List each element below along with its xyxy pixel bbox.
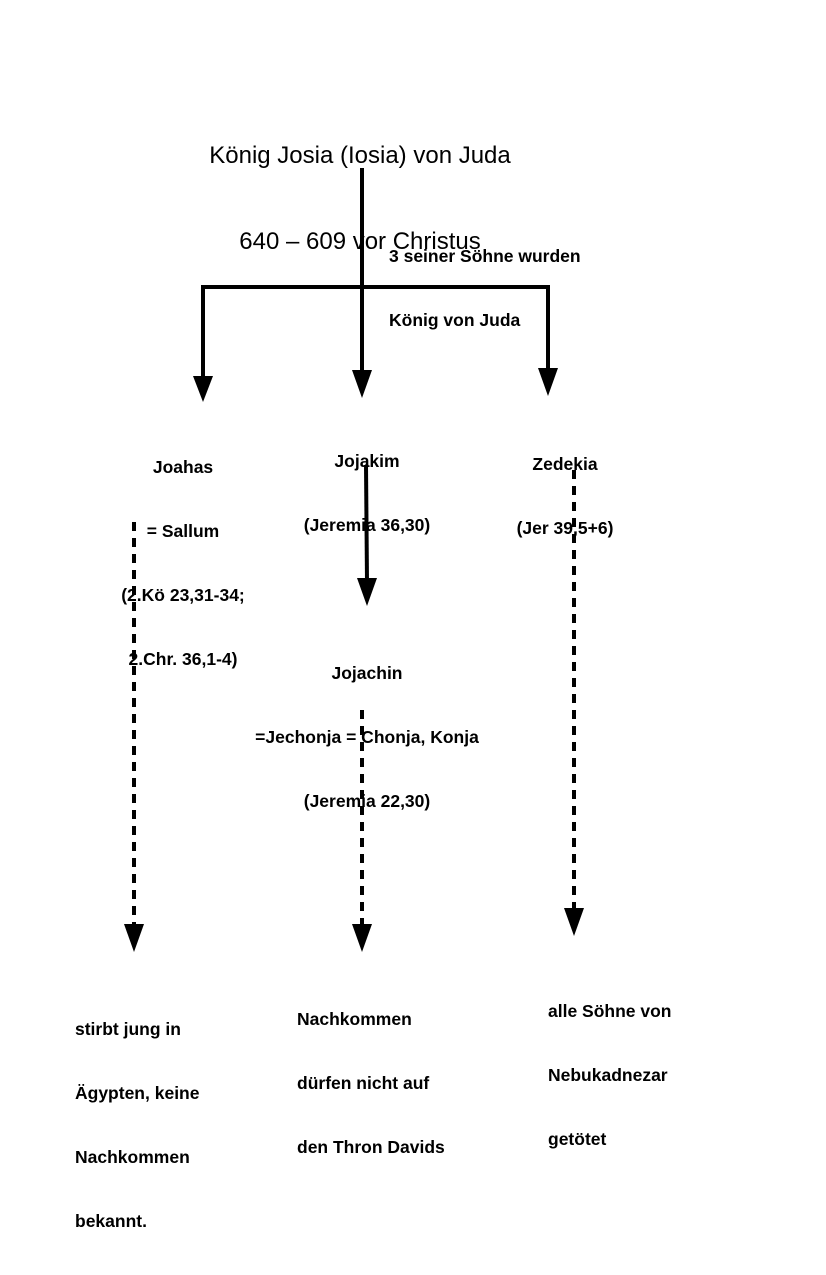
title-line-1: König Josia (Iosia) von Juda bbox=[209, 141, 511, 169]
branch-note-line-1: 3 seiner Söhne wurden bbox=[389, 245, 581, 266]
outcome-jojachin-line-2: dürfen nicht auf bbox=[297, 1072, 430, 1093]
node-jojakim: Jojakim (Jeremia 36,30) bbox=[282, 408, 452, 579]
jojakim-ref: (Jeremia 36,30) bbox=[303, 514, 431, 535]
connector-lines bbox=[124, 168, 584, 952]
branch-note: 3 seiner Söhne wurden König von Juda bbox=[389, 203, 581, 374]
outcome-joahas-line-2: Ägypten, keine bbox=[75, 1082, 200, 1103]
outcome-jojachin: Nachkommen dürfen nicht auf den Thron Da… bbox=[297, 966, 445, 1201]
outcome-joahas-line-1: stirbt jung in bbox=[75, 1018, 181, 1039]
outcome-joahas: stirbt jung in Ägypten, keine Nachkommen… bbox=[75, 976, 199, 1275]
joahas-name: Joahas bbox=[152, 456, 214, 477]
diagram-title: König Josia (Iosia) von Juda 640 – 609 v… bbox=[160, 84, 560, 314]
arrow-head-jojakim bbox=[352, 370, 372, 398]
joahas-ref-1: (2.Kö 23,31-34; bbox=[121, 584, 245, 605]
joahas-ref-2: 2.Chr. 36,1-4) bbox=[128, 648, 238, 669]
jojachin-ref: (Jeremia 22,30) bbox=[303, 790, 431, 811]
outcome-zedekia: alle Söhne von Nebukadnezar getötet bbox=[548, 958, 672, 1193]
outcome-joahas-line-3: Nachkommen bbox=[75, 1146, 190, 1167]
node-joahas: Joahas = Sallum (2.Kö 23,31-34; 2.Chr. 3… bbox=[103, 414, 263, 713]
node-zedekia: Zedekia (Jer 39,5+6) bbox=[490, 411, 640, 582]
jojachin-alias: =Jechonja = Chonja, Konja bbox=[255, 726, 479, 747]
zedekia-ref: (Jer 39,5+6) bbox=[516, 517, 614, 538]
outcome-zedekia-line-2: Nebukadnezar bbox=[548, 1064, 668, 1085]
arrow-head-jojachin bbox=[357, 578, 377, 606]
arrow-head-joahas-outcome bbox=[124, 924, 144, 952]
jojakim-name: Jojakim bbox=[334, 450, 400, 471]
outcome-zedekia-line-3: getötet bbox=[548, 1128, 607, 1149]
outcome-zedekia-line-1: alle Söhne von bbox=[548, 1000, 672, 1021]
outcome-jojachin-line-3: den Thron Davids bbox=[297, 1136, 445, 1157]
jojachin-name: Jojachin bbox=[331, 662, 403, 683]
node-jojachin: Jojachin =Jechonja = Chonja, Konja (Jere… bbox=[227, 620, 507, 855]
line-jojakim-to-jojachin bbox=[364, 464, 369, 583]
branch-note-line-2: König von Juda bbox=[389, 309, 521, 330]
title-line-2: 640 – 609 vor Christus bbox=[239, 227, 481, 255]
outcome-joahas-line-4: bekannt. bbox=[75, 1210, 147, 1231]
family-tree-diagram: König Josia (Iosia) von Juda 640 – 609 v… bbox=[75, 84, 672, 1231]
arrow-head-zedekia-outcome bbox=[564, 908, 584, 936]
arrow-head-joahas bbox=[193, 376, 213, 402]
arrow-head-zedekia bbox=[538, 368, 558, 396]
outcome-jojachin-line-1: Nachkommen bbox=[297, 1008, 412, 1029]
joahas-alias: = Sallum bbox=[146, 520, 220, 541]
zedekia-name: Zedekia bbox=[532, 453, 598, 474]
arrow-head-jojachin-outcome bbox=[352, 924, 372, 952]
